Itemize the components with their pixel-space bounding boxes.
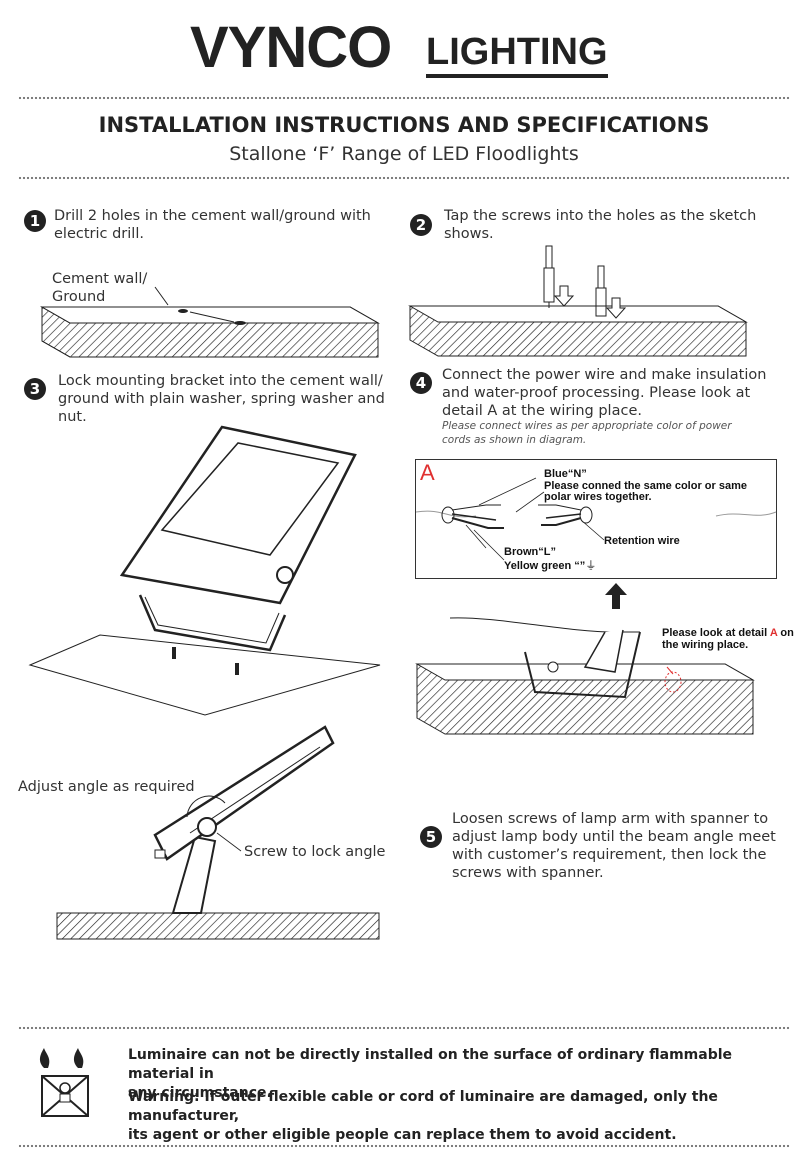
retention-wire-label: Retention wire (604, 535, 680, 547)
step-2-line: shows. (444, 226, 494, 242)
look-detail-on: on (777, 627, 794, 639)
divider-top (18, 96, 790, 100)
no-flammable-surface-icon (39, 1048, 89, 1117)
hole-mark (234, 321, 246, 325)
step-1-line: Drill 2 holes in the cement wall/ground … (54, 208, 371, 224)
look-detail-a: A (769, 627, 778, 639)
blue-wire-label: Blue“N” (544, 468, 587, 480)
step-4-line: Connect the power wire and make insulati… (442, 367, 767, 383)
step-3-badge: 3 (24, 378, 46, 400)
step-2-line: Tap the screws into the holes as the ske… (444, 208, 757, 224)
step-3-line: Lock mounting bracket into the cement wa… (58, 373, 383, 389)
bracket-knob (276, 566, 294, 584)
step-1-illustration (40, 286, 380, 358)
warning-line: any circumstance. (128, 1085, 272, 1101)
ground-icon: ⏚ (585, 560, 597, 572)
yellow-green-wire-label: Yellow green “”⏚ (504, 560, 596, 572)
hole-mark (178, 309, 188, 313)
flame-icon (73, 1048, 84, 1068)
step-5-line: with customer’s requirement, then lock t… (452, 847, 767, 863)
step-4-note: Please connect wires as per appropriate … (442, 419, 732, 447)
page-title: INSTALLATION INSTRUCTIONS AND SPECIFICAT… (98, 113, 710, 137)
step-5-line: screws with spanner. (452, 865, 604, 881)
screw-lock-label: Screw to lock angle (244, 844, 386, 860)
warning-line: its agent or other eligible people can r… (128, 1127, 677, 1143)
floodlight-lens (160, 442, 340, 556)
cement-label-line: Ground (52, 289, 106, 305)
step-4-note-line: cords as shown in diagram. (442, 434, 587, 446)
step-3-illustration (28, 425, 381, 716)
brand-logo: VYNCO LIGHTING (190, 18, 620, 80)
brand-suffix: LIGHTING (426, 30, 608, 78)
look-detail-line: Please look at detail A on (662, 627, 794, 639)
yellow-green-text: Yellow green “” (504, 560, 586, 572)
step-2-badge: 2 (410, 214, 432, 236)
step-4-line: and water-proof processing. Please look … (442, 385, 751, 401)
step-1-line: electric drill. (54, 226, 144, 242)
mounting-bracket (138, 594, 287, 652)
warning-cable: Warning: If outer flexible cable or cord… (128, 1088, 788, 1145)
step-3-line: nut. (58, 409, 87, 425)
step-4-note-line: Please connect wires as per appropriate … (442, 420, 732, 432)
warning-line: Luminaire can not be directly installed … (128, 1047, 733, 1082)
detail-a-box: A Blue“N” Please conned the same color o… (415, 459, 777, 579)
divider-warnings (18, 1026, 790, 1030)
page-subtitle: Stallone ‘F’ Range of LED Floodlights (229, 143, 579, 165)
look-detail-line: the wiring place. (662, 639, 749, 651)
up-arrow-icon (605, 583, 627, 609)
step-1-text: Drill 2 holes in the cement wall/ground … (54, 207, 371, 243)
step-4-badge: 4 (410, 372, 432, 394)
divider-header (18, 176, 790, 180)
cement-label: Cement wall/ Ground (52, 270, 147, 306)
conned-note-line: Please conned the same color or same (544, 480, 747, 492)
step-5-line: adjust lamp body until the beam angle me… (452, 829, 776, 845)
step-4-illustration (415, 617, 755, 735)
screw-anchor-1 (543, 245, 555, 308)
step-5-badge: 5 (420, 826, 442, 848)
angle-illustration (56, 725, 380, 940)
cement-label-line: Cement wall/ (52, 271, 148, 287)
adjust-angle-label: Adjust angle as required (18, 779, 195, 795)
step-5-line: Loosen screws of lamp arm with spanner t… (452, 811, 769, 827)
flame-icon (39, 1048, 50, 1068)
detail-a-letter: A (420, 460, 435, 485)
step-5-text: Loosen screws of lamp arm with spanner t… (452, 810, 776, 882)
step-2-illustration (408, 245, 748, 357)
step-3-text: Lock mounting bracket into the cement wa… (58, 372, 385, 426)
detail-a-marker (664, 671, 682, 693)
step-4-line: detail A at the wiring place. (442, 403, 642, 419)
step-1-badge: 1 (24, 210, 46, 232)
bolt (235, 663, 239, 675)
down-arrow-icon (605, 297, 627, 319)
wiring-diagram (415, 477, 777, 561)
bolt (172, 647, 176, 659)
screw-anchor-2 (595, 265, 607, 317)
ground-plate (28, 634, 381, 716)
lock-screw (197, 817, 217, 837)
warning-flammable: Luminaire can not be directly installed … (128, 1046, 788, 1103)
look-detail-text: Please look at detail (662, 627, 770, 639)
brand-name: VYNCO (190, 15, 392, 80)
step-4-text: Connect the power wire and make insulati… (442, 366, 766, 420)
conned-note-line: polar wires together. (544, 491, 652, 503)
lamp-arm (171, 835, 217, 914)
brown-wire-label: Brown“L” (504, 546, 556, 558)
floodlight-body (153, 725, 335, 861)
look-detail-note: Please look at detail A on the wiring pl… (662, 627, 794, 651)
step-2-text: Tap the screws into the holes as the ske… (444, 207, 756, 243)
step-3-line: ground with plain washer, spring washer … (58, 391, 385, 407)
warning-line: Warning: If outer flexible cable or cord… (128, 1089, 718, 1124)
down-arrow-icon (553, 285, 575, 307)
divider-bottom (18, 1144, 790, 1148)
